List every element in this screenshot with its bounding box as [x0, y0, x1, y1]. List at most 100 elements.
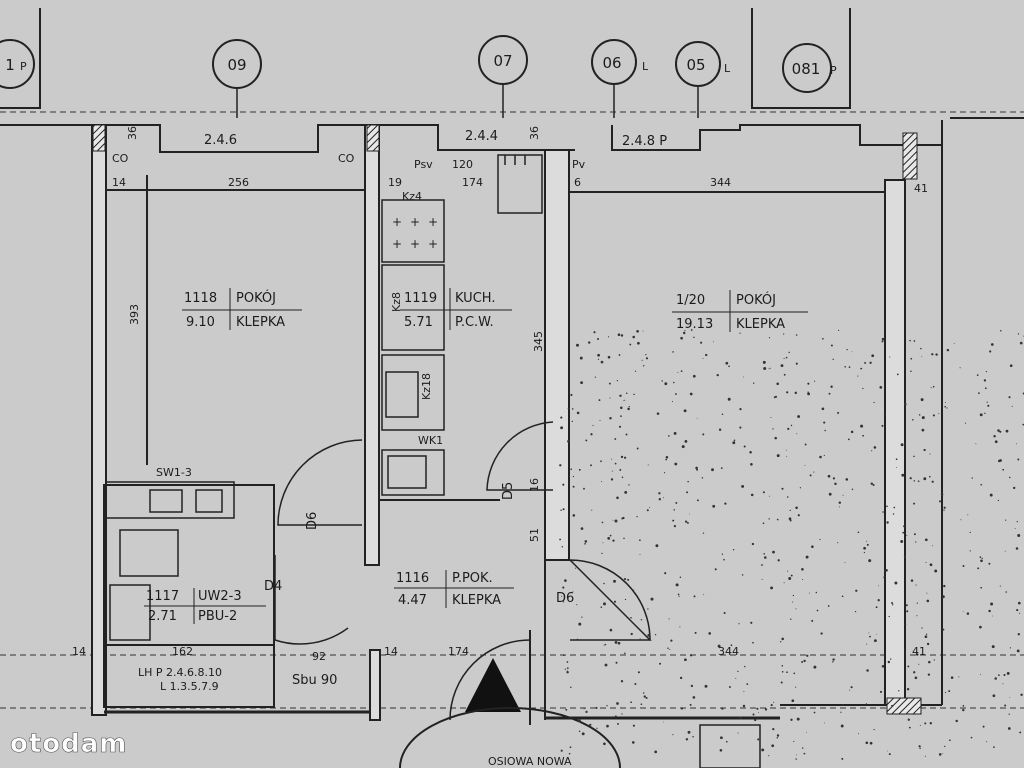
- speckle-dot: [913, 533, 916, 536]
- speckle-dot: [979, 413, 983, 417]
- speckle-dot: [930, 387, 932, 389]
- speckle-dot: [1004, 704, 1007, 707]
- speckle-dot: [953, 342, 955, 344]
- speckle-dot: [606, 705, 608, 707]
- speckle-dot: [1017, 458, 1020, 461]
- dim-36a: 36: [126, 126, 139, 140]
- speckle-dot: [926, 642, 930, 646]
- speckle-dot: [783, 333, 785, 335]
- speckle-dot: [813, 471, 815, 473]
- speckle-dot: [892, 604, 894, 606]
- speckle-dot: [881, 340, 884, 343]
- speckle-dot: [675, 501, 678, 504]
- speckle-dot: [1016, 609, 1019, 612]
- speckle-dot: [750, 621, 753, 624]
- speckle-dot: [689, 392, 693, 396]
- speckle-dot: [886, 505, 888, 508]
- svg-text:KLEPKA: KLEPKA: [236, 315, 285, 330]
- speckle-dot: [814, 380, 816, 382]
- speckle-dot: [570, 468, 572, 470]
- speckle-dot: [702, 433, 705, 436]
- speckle-dot: [727, 397, 731, 401]
- svg-text:P.C.W.: P.C.W.: [455, 315, 494, 330]
- speckle-dot: [924, 635, 928, 639]
- speckle-dot: [1011, 405, 1013, 407]
- speckle-dot: [863, 551, 866, 554]
- speckle-dot: [918, 745, 921, 748]
- speckle-dot: [634, 370, 637, 372]
- speckle-dot: [925, 633, 928, 635]
- speckle-dot: [696, 499, 699, 502]
- room-1119-label: 1119 KUCH. 5.71 P.C.W.: [400, 288, 512, 330]
- speckle-dot: [811, 545, 814, 548]
- speckle-dot: [962, 565, 965, 567]
- speckle-dot: [801, 747, 804, 749]
- speckle-dot: [884, 658, 886, 660]
- speckle-dot: [623, 456, 627, 459]
- speckle-dot: [804, 464, 806, 466]
- speckle-dot: [913, 480, 916, 482]
- speckle-dot: [990, 343, 994, 346]
- dim-256: 256: [228, 176, 249, 189]
- speckle-dot: [960, 519, 962, 521]
- speckle-dot: [903, 443, 906, 445]
- speckle-dot: [928, 475, 931, 478]
- speckle-dot: [664, 572, 667, 575]
- speckle-dot: [560, 426, 564, 430]
- speckle-dot: [762, 491, 765, 494]
- speckle-dot: [926, 592, 928, 594]
- speckle-dot: [739, 332, 741, 334]
- speckle-dot: [980, 559, 983, 563]
- speckle-dot: [839, 506, 841, 508]
- svg-text:2.71: 2.71: [148, 609, 177, 624]
- speckle-dot: [881, 424, 884, 427]
- dim-16: 16: [528, 478, 541, 492]
- speckle-dot: [607, 537, 611, 540]
- speckle-dot: [600, 460, 602, 463]
- dim-14b: 14: [72, 645, 86, 658]
- speckle-dot: [786, 671, 788, 674]
- watermark-logo: otodam: [10, 729, 127, 759]
- speckle-dot: [578, 622, 582, 626]
- speckle-dot: [764, 556, 767, 559]
- speckle-dot: [753, 382, 755, 384]
- speckle-dot: [989, 350, 992, 353]
- speckle-dot: [742, 704, 746, 708]
- speckle-dot: [785, 449, 787, 451]
- speckle-dot: [768, 368, 770, 370]
- dim-36b: 36: [528, 126, 541, 140]
- speckle-dot: [645, 357, 649, 360]
- speckle-dot: [797, 415, 801, 418]
- svg-text:1/20: 1/20: [676, 293, 705, 308]
- speckle-dot: [983, 379, 987, 382]
- speckle-dot: [938, 500, 942, 503]
- svg-text:+: +: [428, 237, 438, 251]
- speckle-dot: [1020, 693, 1023, 697]
- speckle-dot: [588, 341, 591, 344]
- speckle-dot: [950, 676, 954, 679]
- speckle-dot: [580, 381, 584, 385]
- speckle-dot: [658, 492, 661, 495]
- speckle-dot: [962, 705, 965, 707]
- svg-text:L: L: [642, 60, 649, 73]
- speckle-dot: [628, 405, 630, 408]
- speckle-dot: [672, 351, 674, 353]
- speckle-dot: [680, 370, 683, 372]
- speckle-dot: [568, 752, 571, 755]
- speckle-dot: [561, 595, 563, 597]
- svg-text:PBU-2: PBU-2: [198, 609, 237, 624]
- speckle-dot: [668, 435, 670, 437]
- speckle-dot: [827, 474, 831, 478]
- speckle-dot: [894, 581, 898, 585]
- speckle-dot: [612, 539, 615, 542]
- speckle-dot: [999, 430, 1002, 433]
- speckle-dot: [686, 491, 689, 494]
- speckle-dot: [883, 576, 886, 579]
- speckle-dot: [567, 440, 570, 443]
- speckle-dot: [719, 749, 723, 752]
- speckle-noise: [559, 329, 1024, 760]
- speckle-dot: [866, 543, 869, 546]
- door-d4-bathroom: [274, 555, 349, 645]
- svg-text:1118: 1118: [184, 291, 217, 306]
- speckle-dot: [689, 654, 693, 657]
